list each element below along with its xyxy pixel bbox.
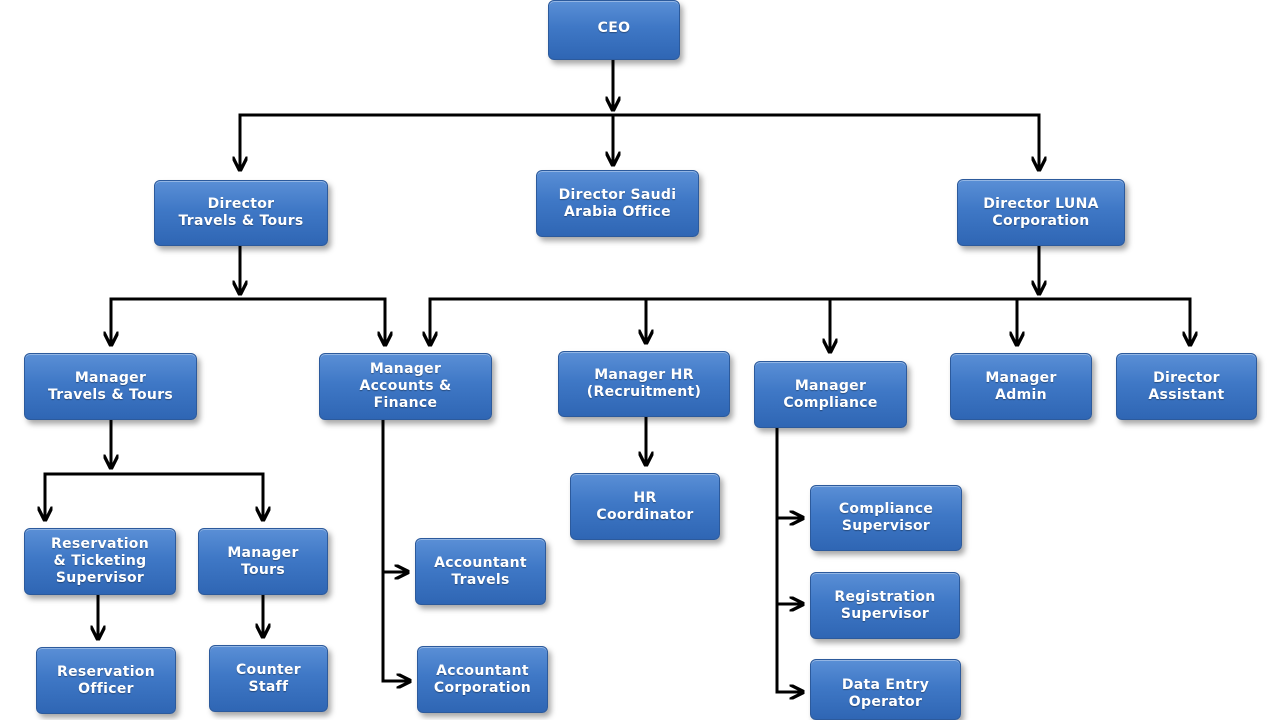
node-label: Registration Supervisor [834,588,936,622]
node-director-assistant: Director Assistant [1116,353,1257,420]
node-label: Reservation Officer [57,663,155,697]
node-label: Manager Tours [227,544,299,578]
node-label: HR Coordinator [596,489,694,523]
node-data-entry-operator: Data Entry Operator [810,659,961,720]
node-label: Director Saudi Arabia Office [558,186,677,220]
node-manager-admin: Manager Admin [950,353,1092,420]
node-label: Accountant Corporation [433,662,532,696]
node-compliance-supervisor: Compliance Supervisor [810,485,962,551]
node-label: Manager Travels & Tours [47,369,174,403]
node-director-saudi-arabia-office: Director Saudi Arabia Office [536,170,699,237]
node-ceo: CEO [548,0,680,60]
node-label: Accountant Travels [434,554,527,588]
node-reservation-ticketing-supervisor: Reservation & Ticketing Supervisor [24,528,176,595]
node-label: Counter Staff [235,661,302,695]
node-manager-accounts-finance: Manager Accounts & Finance [319,353,492,420]
node-reservation-officer: Reservation Officer [36,647,176,714]
node-manager-tours: Manager Tours [198,528,328,595]
node-label: Manager Compliance [783,377,878,411]
node-label: Director Assistant [1148,369,1225,403]
node-label: Compliance Supervisor [838,501,934,534]
node-registration-supervisor: Registration Supervisor [810,572,960,639]
node-label: Director Travels & Tours [178,196,304,229]
node-counter-staff: Counter Staff [209,645,328,712]
node-manager-hr: Manager HR (Recruitment) [558,351,730,417]
node-accountant-corporation: Accountant Corporation [417,646,548,713]
node-manager-travels-tours: Manager Travels & Tours [24,353,197,420]
node-label: Manager Admin [985,369,1057,403]
node-accountant-travels: Accountant Travels [415,538,546,605]
node-director-luna-corporation: Director LUNA Corporation [957,179,1125,246]
node-label: Manager HR (Recruitment) [586,367,702,400]
node-label: Data Entry Operator [841,677,930,710]
node-label: Manager Accounts & Finance [359,361,452,411]
node-director-travels-tours: Director Travels & Tours [154,180,328,246]
node-manager-compliance: Manager Compliance [754,361,907,428]
node-label: Reservation & Ticketing Supervisor [51,536,149,586]
node-label: CEO [597,20,631,36]
node-hr-coordinator: HR Coordinator [570,473,720,540]
node-label: Director LUNA Corporation [983,195,1099,229]
